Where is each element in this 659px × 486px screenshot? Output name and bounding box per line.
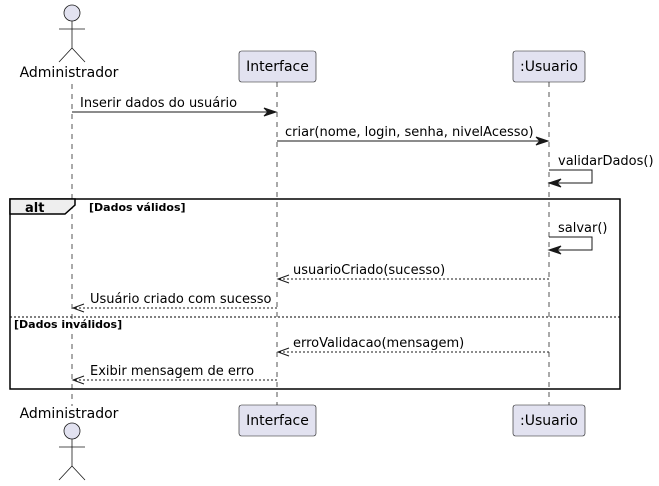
participant-name: Interface bbox=[246, 413, 309, 429]
arrow-head-icon bbox=[276, 347, 290, 357]
message-criar: criar(nome, login, senha, nivelAcesso) bbox=[277, 125, 550, 146]
alt-guard-valid: [Dados válidos] bbox=[89, 201, 186, 214]
participant-usuario-top: :Usuario bbox=[512, 50, 586, 83]
message-label: Inserir dados do usuário bbox=[80, 96, 237, 111]
actor-name: Administrador bbox=[20, 65, 119, 81]
arrow-head-icon bbox=[71, 375, 85, 385]
participant-box bbox=[512, 50, 586, 83]
message-validar-dados: validarDados() bbox=[547, 154, 654, 188]
participant-box bbox=[512, 404, 586, 437]
message-label: Exibir mensagem de erro bbox=[90, 364, 254, 379]
actor-leg-left bbox=[58, 47, 73, 63]
alt-frame-border bbox=[9, 198, 621, 390]
actor-head bbox=[63, 422, 81, 440]
actor-administrador-top: Administrador bbox=[20, 4, 119, 81]
alt-frame: alt [Dados válidos] [Dados inválidos] bbox=[9, 198, 621, 390]
message-label: usuarioCriado(sucesso) bbox=[293, 263, 445, 278]
message-line bbox=[549, 169, 593, 184]
participant-box bbox=[238, 50, 317, 83]
message-label: salvar() bbox=[558, 221, 608, 236]
actor-leg-right bbox=[71, 47, 86, 63]
message-label: criar(nome, login, senha, nivelAcesso) bbox=[285, 125, 534, 140]
message-usuario-criado: usuarioCriado(sucesso) bbox=[276, 263, 549, 284]
alt-operator: alt bbox=[25, 201, 44, 216]
participant-name: Interface bbox=[246, 59, 309, 75]
message-inserir-dados: Inserir dados do usuário bbox=[72, 96, 278, 117]
message-label: Usuário criado com sucesso bbox=[90, 292, 272, 307]
message-usuario-criado-sucesso: Usuário criado com sucesso bbox=[71, 292, 277, 313]
alt-guard-invalid: [Dados inválidos] bbox=[14, 318, 122, 331]
arrow-head-icon bbox=[263, 107, 278, 117]
arrow-head-icon bbox=[547, 245, 562, 255]
actor-administrador-bottom: Administrador bbox=[20, 406, 119, 481]
message-exibir-erro: Exibir mensagem de erro bbox=[71, 364, 277, 385]
participant-box bbox=[238, 404, 317, 437]
message-label: erroValidacao(mensagem) bbox=[293, 336, 464, 351]
actor-name: Administrador bbox=[20, 406, 119, 422]
participant-interface-top: Interface bbox=[238, 50, 317, 83]
message-erro-validacao: erroValidacao(mensagem) bbox=[276, 336, 549, 357]
arrow-head-icon bbox=[276, 274, 290, 284]
alt-frame-tab bbox=[9, 198, 76, 215]
arrow-head-icon bbox=[71, 303, 85, 313]
participant-name: :Usuario bbox=[520, 413, 578, 429]
actor-head bbox=[63, 4, 81, 22]
arrow-head-icon bbox=[547, 178, 562, 188]
participant-usuario-bottom: :Usuario bbox=[512, 404, 586, 437]
message-label: validarDados() bbox=[558, 154, 654, 169]
arrow-head-icon bbox=[535, 136, 550, 146]
actor-leg-left bbox=[58, 465, 73, 481]
actor-leg-right bbox=[71, 465, 86, 481]
message-salvar: salvar() bbox=[547, 221, 608, 255]
participant-name: :Usuario bbox=[520, 59, 578, 75]
participant-interface-bottom: Interface bbox=[238, 404, 317, 437]
message-line bbox=[549, 236, 593, 251]
